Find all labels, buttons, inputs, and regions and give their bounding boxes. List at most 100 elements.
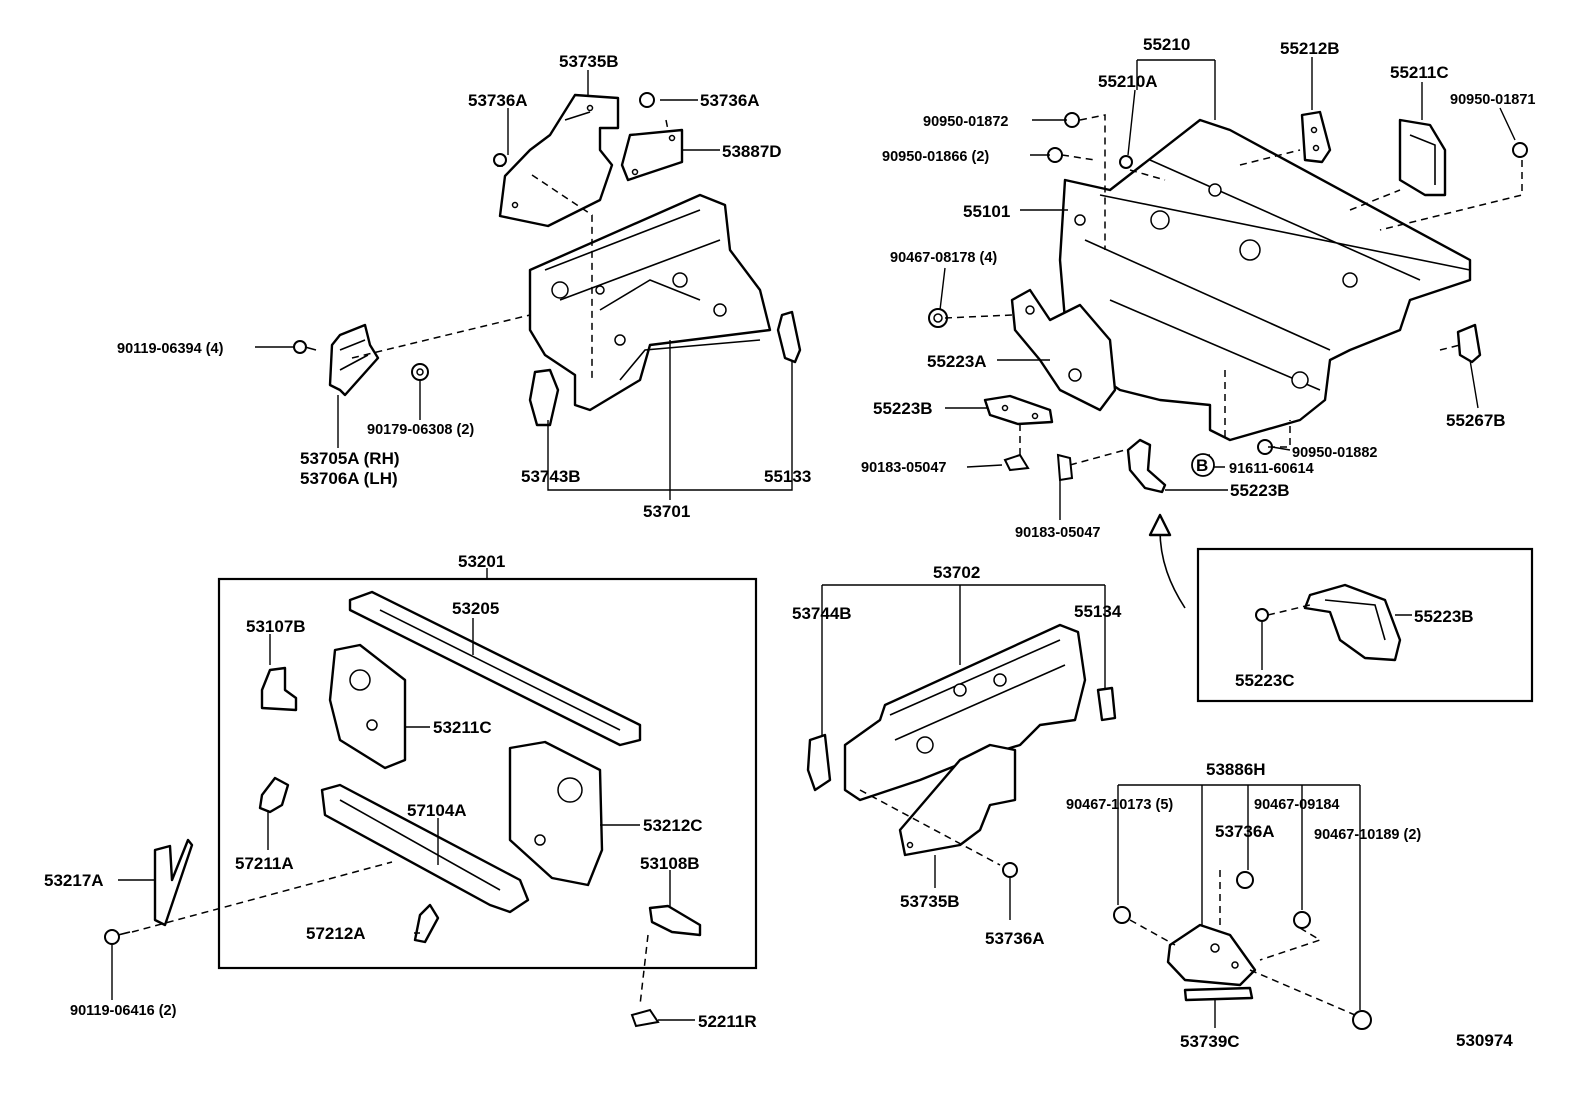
fastener-52211R-icon bbox=[630, 1008, 660, 1028]
part-55212B-shape bbox=[1300, 110, 1332, 164]
label-53211C: 53211C bbox=[433, 718, 492, 737]
label-91611-60614: 91611-60614 bbox=[1229, 461, 1314, 477]
label-53736A-bottom: 53736A bbox=[985, 929, 1045, 948]
label-55223B-left: 55223B bbox=[873, 399, 933, 418]
part-53886H-shape bbox=[1166, 923, 1257, 987]
label-53701: 53701 bbox=[643, 502, 690, 521]
part-53108B-shape bbox=[648, 904, 702, 937]
fastener-90183-05047-l-icon bbox=[1003, 453, 1030, 472]
part-53735B-top-shape bbox=[498, 93, 620, 228]
part-53887D-shape bbox=[620, 128, 684, 182]
label-90467-08178: 90467-08178 (4) bbox=[890, 250, 997, 266]
label-55211C: 55211C bbox=[1390, 63, 1449, 82]
label-53702: 53702 bbox=[933, 563, 980, 582]
fastener-90119-06416-icon bbox=[104, 929, 131, 945]
label-53108B: 53108B bbox=[640, 854, 700, 873]
label-53736A-tl: 53736A bbox=[468, 91, 528, 110]
fastener-90950-01872-icon bbox=[1064, 112, 1080, 128]
label-90467-09184: 90467-09184 bbox=[1254, 797, 1339, 813]
part-55223B-bottom-shape bbox=[1126, 438, 1167, 494]
label-90183-05047-bottom: 90183-05047 bbox=[1015, 525, 1100, 541]
part-53212C-shape bbox=[508, 740, 604, 887]
part-53743B-shape bbox=[528, 368, 560, 427]
label-53212C: 53212C bbox=[643, 816, 703, 835]
part-55267B-shape bbox=[1456, 323, 1482, 364]
part-53702-cowl-shape bbox=[843, 623, 1087, 802]
label-55134: 55134 bbox=[1074, 602, 1122, 621]
label-53739C: 53739C bbox=[1180, 1032, 1240, 1051]
label-53736A-right: 53736A bbox=[1215, 822, 1275, 841]
part-53701-cowl-shape bbox=[528, 193, 772, 412]
part-55134-shape bbox=[1096, 686, 1117, 722]
fastener-90950-01871-icon bbox=[1512, 142, 1528, 158]
callout-b-circle bbox=[1191, 453, 1215, 477]
fastener-55223C-icon bbox=[1255, 608, 1269, 622]
fastener-53736A-bottom-icon bbox=[1002, 862, 1018, 878]
label-55210A: 55210A bbox=[1098, 72, 1158, 91]
label-90119-06416: 90119-06416 (2) bbox=[70, 1003, 177, 1019]
fastener-90179-06308-icon bbox=[411, 363, 429, 381]
fastener-53736A-r-icon bbox=[1236, 871, 1254, 889]
part-55211C-shape bbox=[1398, 118, 1447, 197]
label-53107B: 53107B bbox=[246, 617, 306, 636]
part-53205-upper-support-shape bbox=[348, 590, 642, 747]
part-55101-dash-panel-shape bbox=[1058, 118, 1472, 442]
label-53705A: 53705A (RH) bbox=[300, 449, 400, 468]
label-53886H: 53886H bbox=[1206, 760, 1266, 779]
label-53735B-bottom: 53735B bbox=[900, 892, 960, 911]
label-90119-06394: 90119-06394 (4) bbox=[117, 341, 224, 357]
part-57212A-shape bbox=[413, 903, 440, 944]
part-55223B-left-shape bbox=[983, 394, 1054, 426]
label-90467-10173: 90467-10173 (5) bbox=[1066, 797, 1173, 813]
label-55223A: 55223A bbox=[927, 352, 987, 371]
label-53887D: 53887D bbox=[722, 142, 782, 161]
part-53107B-shape bbox=[260, 666, 298, 712]
label-53201: 53201 bbox=[458, 552, 505, 571]
part-labels: 53735B 53736A 53736A 53887D 90119-06394 … bbox=[44, 35, 1535, 1051]
label-53205: 53205 bbox=[452, 599, 499, 618]
fastener-55210A-icon bbox=[1119, 155, 1133, 169]
fastener-90183-05047-b-icon bbox=[1056, 453, 1074, 482]
label-90179-06308: 90179-06308 (2) bbox=[367, 422, 474, 438]
label-53744B: 53744B bbox=[792, 604, 852, 623]
part-57211A-shape bbox=[258, 776, 290, 814]
label-53217A: 53217A bbox=[44, 871, 104, 890]
label-55267B: 55267B bbox=[1446, 411, 1506, 430]
label-55223B-inset: 55223B bbox=[1414, 607, 1474, 626]
fastener-90467-10173-icon bbox=[1113, 906, 1131, 924]
part-53705A-bracket-shape bbox=[328, 323, 380, 397]
callout-b-letter: B bbox=[1196, 456, 1208, 475]
label-90950-01872: 90950-01872 bbox=[923, 114, 1008, 130]
part-53744B-shape bbox=[806, 733, 832, 792]
label-90950-01871: 90950-01871 bbox=[1450, 92, 1535, 108]
fastener-90119-06394-icon bbox=[293, 340, 317, 354]
part-55223B-inset-shape bbox=[1303, 583, 1402, 662]
label-53743B: 53743B bbox=[521, 467, 581, 486]
label-55210: 55210 bbox=[1143, 35, 1190, 54]
label-53735B-top: 53735B bbox=[559, 52, 619, 71]
part-55133-shape bbox=[776, 310, 802, 364]
part-55223A-shape bbox=[1010, 288, 1117, 412]
label-90467-10189: 90467-10189 (2) bbox=[1314, 827, 1421, 843]
label-90950-01866: 90950-01866 (2) bbox=[882, 149, 989, 165]
label-diagram-id: 530974 bbox=[1456, 1031, 1513, 1050]
label-57212A: 57212A bbox=[306, 924, 366, 943]
fastener-90950-01866-icon bbox=[1047, 147, 1063, 163]
label-55101: 55101 bbox=[963, 202, 1010, 221]
label-57211A: 57211A bbox=[235, 854, 294, 873]
label-90183-05047-left: 90183-05047 bbox=[861, 460, 946, 476]
label-55223B-bottom: 55223B bbox=[1230, 481, 1290, 500]
label-55133: 55133 bbox=[764, 467, 811, 486]
label-55223C: 55223C bbox=[1235, 671, 1295, 690]
part-53739C-shape bbox=[1183, 986, 1254, 1002]
label-53706A: 53706A (LH) bbox=[300, 469, 398, 488]
label-90950-01882: 90950-01882 bbox=[1292, 445, 1377, 461]
fastener-90467-09184-icon bbox=[1293, 911, 1311, 929]
fastener-53736A-tl-icon bbox=[493, 153, 507, 167]
fastener-90467-10189-icon bbox=[1352, 1010, 1372, 1030]
part-57104A-lower-support-shape bbox=[320, 783, 530, 914]
label-57104A: 57104A bbox=[407, 801, 467, 820]
leader-lines bbox=[111, 57, 1516, 1028]
part-53211C-shape bbox=[328, 643, 407, 770]
